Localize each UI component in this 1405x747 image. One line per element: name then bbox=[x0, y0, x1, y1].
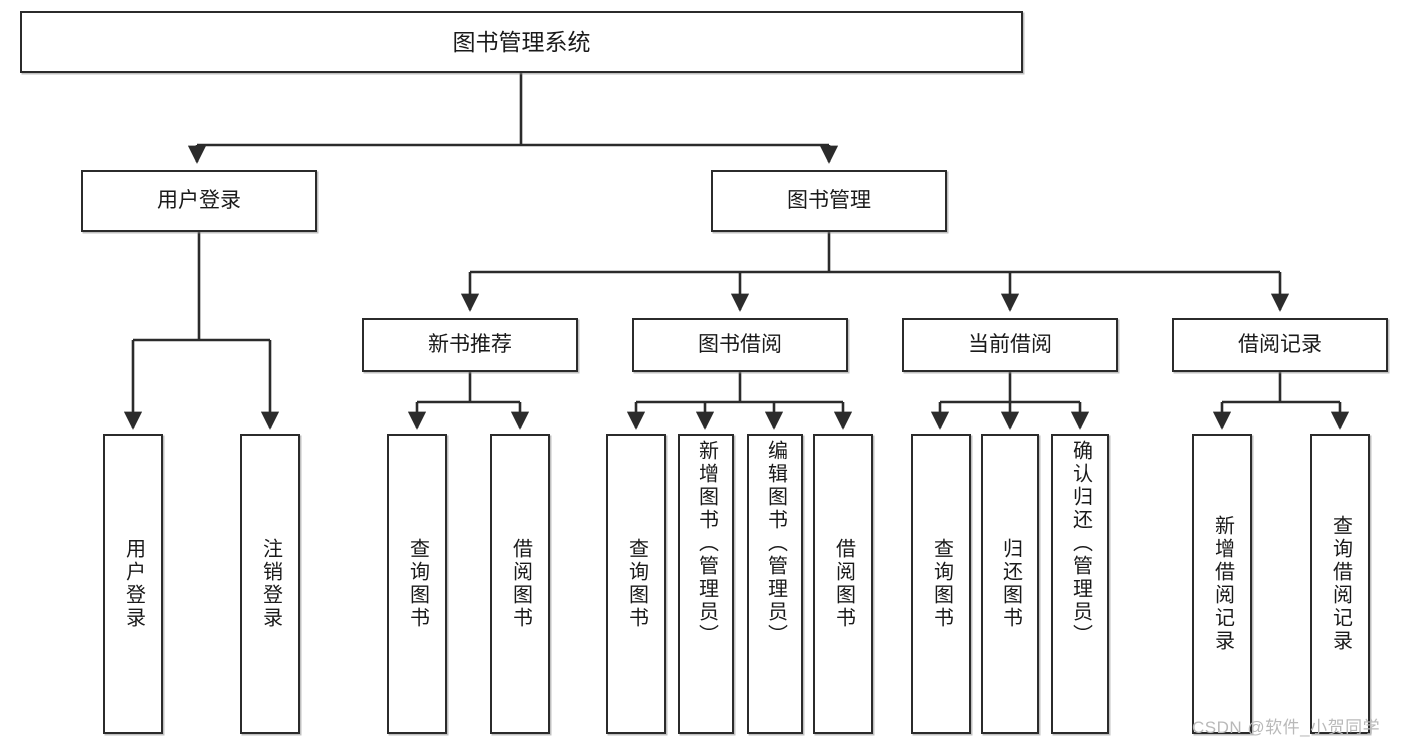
leaf-current-borrow-confirm-return[interactable]: 确认归还（管理员） bbox=[1051, 434, 1109, 734]
node-label: 新增借阅记录 bbox=[1211, 515, 1234, 653]
node-label: 当前借阅 bbox=[968, 333, 1052, 357]
node-label: 图书管理系统 bbox=[452, 28, 591, 55]
leaf-book-borrow-edit-book[interactable]: 编辑图书（管理员） bbox=[747, 434, 803, 734]
leaf-user-login-login[interactable]: 用户登录 bbox=[103, 434, 163, 734]
node-label: 借阅记录 bbox=[1238, 333, 1322, 357]
node-book-borrow[interactable]: 图书借阅 bbox=[632, 318, 848, 372]
node-label: 新增图书（管理员） bbox=[695, 440, 718, 647]
node-label: 查询图书 bbox=[625, 538, 648, 630]
node-label: 查询借阅记录 bbox=[1329, 515, 1352, 653]
node-label: 图书借阅 bbox=[698, 333, 782, 357]
watermark-text: CSDN @软件_小贺同学 bbox=[1192, 718, 1381, 737]
node-label: 新书推荐 bbox=[428, 333, 512, 357]
node-book-management-system[interactable]: 图书管理系统 bbox=[20, 11, 1023, 73]
leaf-user-login-logout[interactable]: 注销登录 bbox=[240, 434, 300, 734]
leaf-borrow-record-add-record[interactable]: 新增借阅记录 bbox=[1192, 434, 1252, 734]
node-label: 编辑图书（管理员） bbox=[764, 440, 787, 647]
leaf-borrow-record-query-record[interactable]: 查询借阅记录 bbox=[1310, 434, 1370, 734]
leaf-new-book-query-book[interactable]: 查询图书 bbox=[387, 434, 447, 734]
node-new-book-recommend[interactable]: 新书推荐 bbox=[362, 318, 578, 372]
node-label: 用户登录 bbox=[157, 189, 241, 213]
node-label: 借阅图书 bbox=[509, 538, 532, 630]
node-borrow-record[interactable]: 借阅记录 bbox=[1172, 318, 1388, 372]
node-label: 借阅图书 bbox=[832, 538, 855, 630]
node-label: 归还图书 bbox=[999, 538, 1022, 630]
node-label: 确认归还（管理员） bbox=[1069, 440, 1092, 647]
node-label: 图书管理 bbox=[787, 189, 871, 213]
node-label: 查询图书 bbox=[930, 538, 953, 630]
node-label: 注销登录 bbox=[259, 538, 282, 630]
leaf-book-borrow-add-book[interactable]: 新增图书（管理员） bbox=[678, 434, 734, 734]
leaf-current-borrow-query-book[interactable]: 查询图书 bbox=[911, 434, 971, 734]
node-label: 用户登录 bbox=[122, 538, 145, 630]
leaf-new-book-borrow-book[interactable]: 借阅图书 bbox=[490, 434, 550, 734]
node-label: 查询图书 bbox=[406, 538, 429, 630]
node-current-borrow[interactable]: 当前借阅 bbox=[902, 318, 1118, 372]
leaf-book-borrow-query-book[interactable]: 查询图书 bbox=[606, 434, 666, 734]
node-user-login[interactable]: 用户登录 bbox=[81, 170, 317, 232]
node-book-management[interactable]: 图书管理 bbox=[711, 170, 947, 232]
leaf-current-borrow-return-book[interactable]: 归还图书 bbox=[981, 434, 1039, 734]
leaf-book-borrow-borrow-book[interactable]: 借阅图书 bbox=[813, 434, 873, 734]
